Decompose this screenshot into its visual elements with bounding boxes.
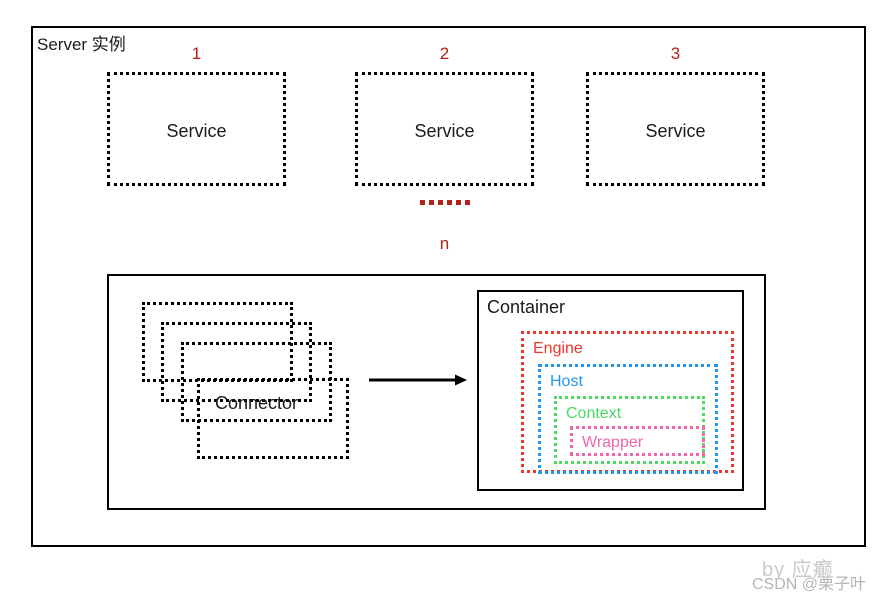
watermark-csdn: CSDN @栗子叶 bbox=[752, 576, 867, 593]
service-box-1: Service bbox=[107, 72, 286, 186]
service-box-2-label: Service bbox=[414, 121, 475, 141]
wrapper-label: Wrapper bbox=[582, 434, 644, 451]
service-number-3: 3 bbox=[670, 44, 681, 63]
connector-container-panel bbox=[107, 274, 766, 510]
ellipsis-dot bbox=[428, 200, 434, 205]
ellipsis-dot bbox=[437, 200, 443, 205]
ellipsis-dot bbox=[419, 200, 425, 205]
connector-box-4 bbox=[197, 378, 349, 459]
host-box: Host bbox=[538, 364, 718, 474]
connector-box-2 bbox=[161, 322, 312, 402]
service-count-n-label: n bbox=[439, 234, 450, 253]
watermark-author: by 应癫 bbox=[762, 559, 834, 581]
ellipsis-dot bbox=[446, 200, 452, 205]
service-box-2: Service bbox=[355, 72, 534, 186]
ellipsis-dots bbox=[355, 200, 534, 205]
ellipsis-dot bbox=[464, 200, 470, 205]
service-box-3-label: Service bbox=[645, 121, 706, 141]
service-box-3: Service bbox=[586, 72, 765, 186]
service-box-1-label: Service bbox=[166, 121, 227, 141]
flow-arrow-icon bbox=[369, 374, 467, 386]
server-instance-label: Server 实例 bbox=[37, 35, 126, 54]
server-instance-frame bbox=[31, 26, 866, 547]
container-label: Container bbox=[487, 297, 566, 317]
connector-label: Connector bbox=[214, 393, 299, 413]
service-number-1: 1 bbox=[191, 44, 202, 63]
wrapper-box: Wrapper bbox=[570, 426, 705, 456]
container-box bbox=[477, 290, 744, 491]
connector-box-3 bbox=[181, 342, 332, 422]
context-label: Context bbox=[566, 405, 622, 422]
ellipsis-dot bbox=[455, 200, 461, 205]
engine-label: Engine bbox=[533, 340, 583, 357]
service-number-2: 2 bbox=[439, 44, 450, 63]
host-label: Host bbox=[550, 373, 583, 390]
